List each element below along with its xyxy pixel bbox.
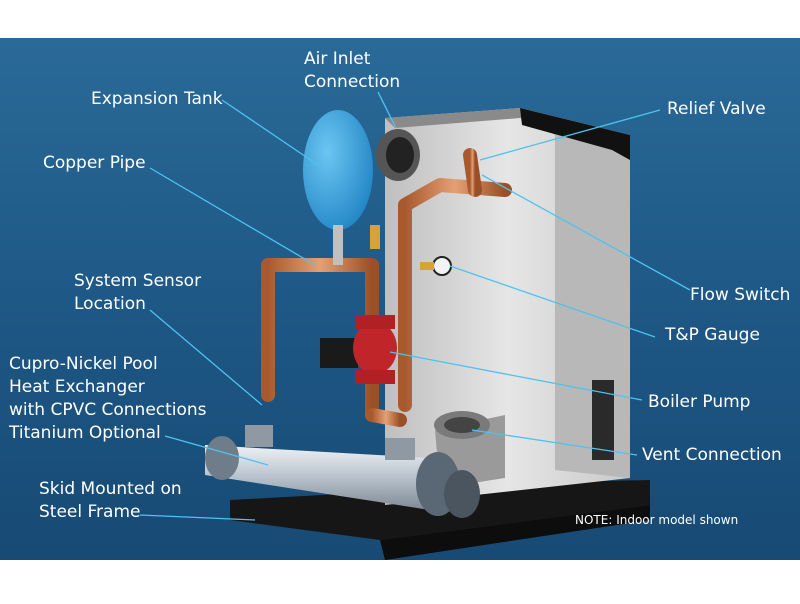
leader-system-sensor <box>149 309 263 406</box>
label-heat-exchanger-line2: Heat Exchanger <box>9 377 145 397</box>
expansion-tank <box>303 110 380 265</box>
label-air-inlet-line1: Air Inlet <box>304 49 371 69</box>
label-skid-mounted: Skid Mounted on Steel Frame <box>39 478 182 524</box>
leader-expansion-tank <box>221 99 319 166</box>
label-relief-valve: Relief Valve <box>667 99 766 119</box>
leader-flow-switch <box>481 174 691 291</box>
boiler-pump <box>320 315 397 384</box>
label-copper-pipe: Copper Pipe <box>43 153 146 173</box>
leader-air-inlet <box>377 91 397 129</box>
label-system-sensor-location: System Sensor Location <box>74 270 201 316</box>
label-boiler-pump: Boiler Pump <box>648 392 751 412</box>
label-expansion-tank: Expansion Tank <box>91 89 223 109</box>
note-indoor-model: NOTE: Indoor model shown <box>575 513 739 527</box>
leader-copper-pipe <box>149 167 316 266</box>
label-heat-exchanger-line1: Cupro-Nickel Pool <box>9 354 158 374</box>
leader-skid <box>139 514 256 521</box>
leader-lines <box>139 91 691 521</box>
leader-heat-exchanger <box>164 435 269 466</box>
leader-tp-gauge <box>449 265 656 338</box>
leader-vent-connection <box>471 429 638 456</box>
label-system-sensor-line1: System Sensor <box>74 271 202 291</box>
heat-exchanger <box>205 425 480 518</box>
label-air-inlet-line2: Connection <box>304 72 401 92</box>
label-heat-exchanger-line3: with CPVC Connections <box>9 400 207 420</box>
leader-boiler-pump <box>389 351 643 401</box>
label-air-inlet-connection: Air Inlet Connection <box>304 48 400 94</box>
boiler-cabinet <box>385 108 630 505</box>
label-skid-line2: Steel Frame <box>39 502 141 522</box>
label-flow-switch: Flow Switch <box>690 285 791 305</box>
label-heat-exchanger: Cupro-Nickel Pool Heat Exchanger with CP… <box>9 353 207 445</box>
air-inlet-connection <box>376 129 420 181</box>
label-system-sensor-line2: Location <box>74 294 146 314</box>
leader-relief-valve <box>479 109 661 161</box>
label-heat-exchanger-line4: Titanium Optional <box>9 423 161 443</box>
label-vent-connection: Vent Connection <box>642 445 782 465</box>
label-tp-gauge: T&P Gauge <box>665 325 760 345</box>
label-skid-line1: Skid Mounted on <box>39 479 182 499</box>
